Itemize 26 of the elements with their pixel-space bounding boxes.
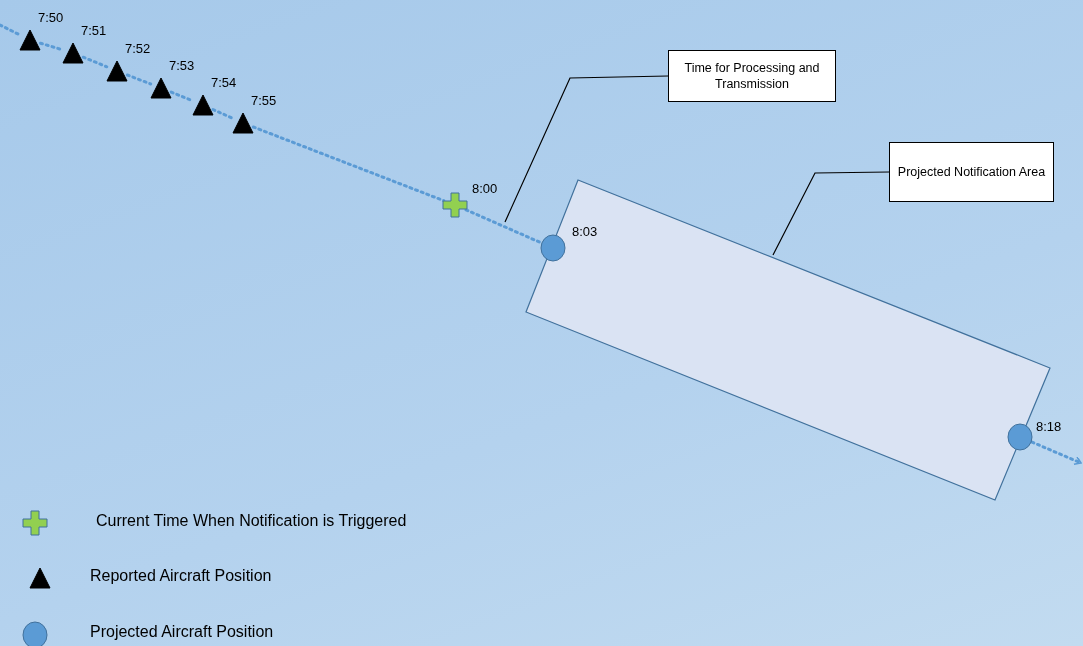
time-label: 8:03 (572, 224, 598, 239)
time-label: 7:51 (81, 23, 107, 38)
flight-track (125, 73, 153, 86)
legend-text: Current Time When Notification is Triggered (96, 512, 407, 530)
time-label: 7:52 (125, 41, 151, 56)
flight-track (464, 208, 543, 245)
leader-line (504, 75, 669, 223)
callout-text: Projected Notification Area (896, 164, 1047, 180)
leader-line (772, 171, 890, 256)
callout-box (889, 142, 1054, 202)
time-label: 7:55 (251, 93, 277, 108)
time-label: 7:50 (38, 10, 64, 25)
flight-track (0, 23, 22, 37)
time-label: 7:54 (211, 75, 237, 90)
legend-text: Projected Aircraft Position (90, 623, 274, 641)
flight-track (211, 108, 235, 120)
legend-text: Reported Aircraft Position (90, 567, 272, 585)
callout-box (668, 50, 836, 102)
time-label: 8:18 (1036, 419, 1062, 434)
time-label: 7:53 (169, 58, 195, 73)
flight-track (251, 125, 446, 203)
callout-text: Time for Processing and Transmission (683, 60, 821, 92)
time-label: 8:00 (472, 181, 498, 196)
flight-track (81, 55, 109, 69)
flight-track (39, 41, 64, 52)
flight-track (1030, 440, 1083, 466)
